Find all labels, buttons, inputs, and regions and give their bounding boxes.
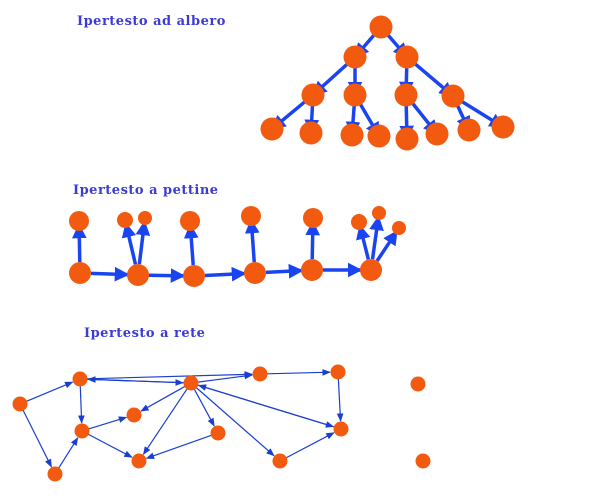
comb-tooth-edge [121, 222, 138, 265]
net-edge [142, 388, 188, 456]
comb-spine-edge [90, 266, 130, 282]
tree-node [343, 83, 367, 107]
comb-tooth-edge [375, 230, 399, 262]
tree-node [260, 117, 284, 141]
comb-tooth-node [351, 214, 367, 230]
net-edge [87, 376, 185, 384]
net-node [415, 453, 431, 469]
net-node [330, 364, 346, 380]
net-edge [197, 372, 253, 383]
comb-tooth-node [241, 206, 261, 226]
comb-tooth-edge [183, 223, 199, 266]
comb-base-node [127, 264, 149, 286]
net-edge [58, 437, 79, 469]
tree-node [457, 118, 481, 142]
comb-title: Ipertesto a pettine [73, 183, 219, 198]
net-node [12, 396, 28, 412]
tree-node [395, 45, 419, 69]
comb-spine-edge [148, 268, 186, 283]
tree-title: Ipertesto ad albero [77, 14, 226, 29]
net-node [183, 375, 199, 391]
tree-node [369, 15, 393, 39]
tree-node [301, 83, 325, 107]
net-edge [87, 433, 133, 458]
net-node [126, 407, 142, 423]
net-node [210, 425, 226, 441]
net-title: Ipertesto a rete [84, 326, 206, 341]
comb-tooth-edge [356, 224, 371, 260]
comb-tooth-node [372, 206, 386, 220]
net-edge [197, 384, 335, 428]
comb-base-node [183, 265, 205, 287]
net-node [272, 453, 288, 469]
comb-base-node [360, 259, 382, 281]
comb-tooth-node [69, 211, 89, 231]
comb-tooth-node [392, 221, 406, 235]
net-node [74, 423, 90, 439]
comb-base-node [301, 259, 323, 281]
comb-tooth-edge [71, 223, 87, 263]
comb-tooth-node [117, 212, 133, 228]
net-edge [193, 388, 215, 427]
net-node [47, 466, 63, 482]
net-edge [140, 385, 186, 412]
net-edge [266, 369, 331, 376]
tree-node [367, 124, 391, 148]
tree-node [343, 45, 367, 69]
comb-tooth-node [303, 208, 323, 228]
net-node [333, 421, 349, 437]
net-edge [285, 432, 335, 459]
tree-node [441, 84, 465, 108]
tree-node [340, 123, 364, 147]
tree-node [394, 83, 418, 107]
comb-tooth-edge [369, 215, 384, 260]
net-edge [78, 385, 85, 424]
comb-base-node [244, 262, 266, 284]
comb-base-node [69, 262, 91, 284]
tree-node [395, 127, 419, 151]
net-edge [22, 409, 52, 468]
net-edge [195, 387, 275, 457]
comb-tooth-node [138, 211, 152, 225]
net-node [410, 376, 426, 392]
net-edge [86, 371, 253, 380]
comb-tooth-node [180, 211, 200, 231]
tree-node [491, 115, 515, 139]
net-edge [336, 378, 344, 422]
tree-node [425, 122, 449, 146]
net-node [252, 366, 268, 382]
comb-tooth-edge [244, 218, 260, 263]
comb-spine-edge [265, 263, 304, 279]
net-node [72, 371, 88, 387]
tree-node [299, 121, 323, 145]
net-edge [145, 434, 212, 459]
comb-spine-edge [204, 266, 247, 282]
net-edge [26, 381, 74, 402]
comb-tooth-edge [135, 220, 151, 265]
net-edge [88, 416, 128, 430]
net-node [131, 453, 147, 469]
comb-tooth-edge [305, 220, 321, 260]
